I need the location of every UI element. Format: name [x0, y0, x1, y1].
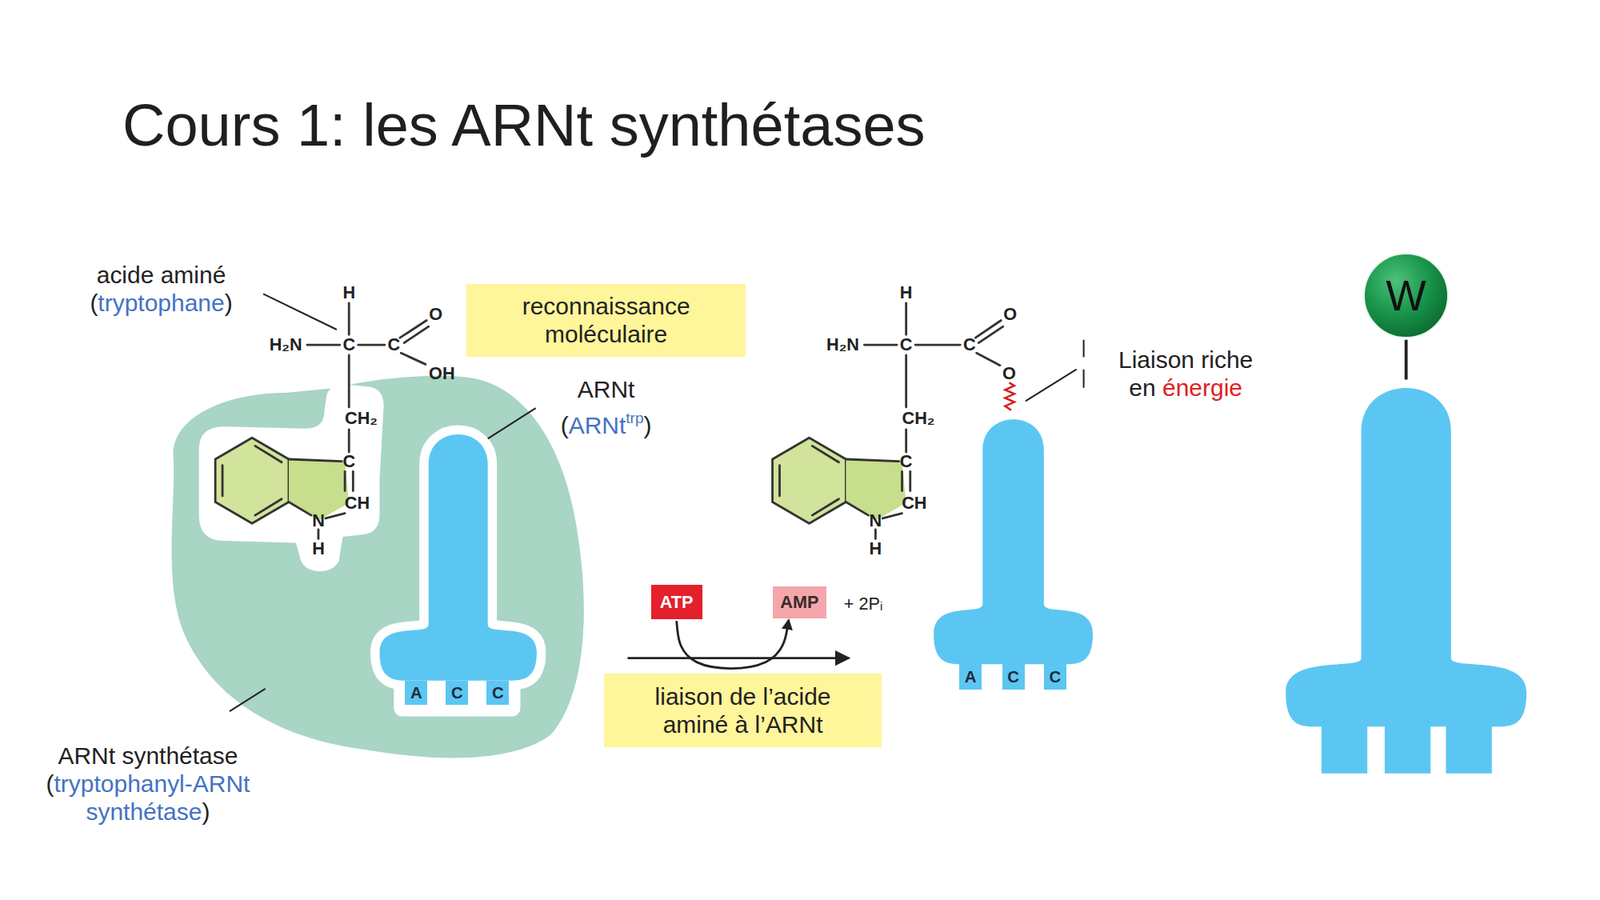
anticodon-base: A — [959, 664, 982, 690]
step-box: liaison de l’acide aminé à l’ARNt — [604, 673, 882, 748]
enzyme-blob — [172, 376, 584, 759]
reaction-connector — [676, 620, 789, 669]
atom-symbol: N — [312, 512, 325, 530]
atom-symbol: O — [1002, 364, 1016, 383]
atom-symbol: C — [900, 336, 913, 354]
atp-box: ATP — [651, 584, 703, 620]
drawing-part — [915, 344, 960, 347]
atom-symbol: C — [342, 336, 356, 354]
node-text: C — [1049, 668, 1062, 687]
trna-label: (ARNt — [560, 411, 627, 440]
tryptophan-left — [215, 303, 353, 540]
trna-superscript: trp — [625, 410, 644, 428]
atom-symbol: O — [428, 305, 443, 324]
node-text: W — [1385, 271, 1427, 320]
enzyme-label: ARNt synthétase (tryptophanyl-ARNt synth… — [19, 741, 276, 826]
atom-symbol: C — [342, 452, 356, 471]
atom-symbol: H — [900, 284, 913, 302]
drawing-part — [263, 293, 337, 330]
ester-bond — [1004, 382, 1014, 410]
drawing-part — [1025, 369, 1077, 402]
anticodon-base: A — [404, 680, 428, 706]
label-group: (ARNttrp) — [560, 411, 652, 440]
node-text: A — [410, 684, 423, 703]
node-text: C — [492, 684, 504, 703]
atom-symbol: H — [312, 540, 325, 558]
phosphate-label: + 2Pᵢ — [844, 593, 884, 614]
amp-box: AMP — [772, 586, 828, 619]
tryptophan-bound — [772, 303, 911, 540]
atom-symbol: N — [869, 512, 883, 530]
atom-symbol: H — [869, 540, 883, 558]
anticodon-base: C — [1044, 664, 1067, 690]
reaction-arrow — [627, 656, 849, 660]
drawing-part — [379, 388, 1527, 774]
trna-shape — [379, 434, 536, 681]
atom-symbol: C — [388, 336, 401, 354]
amino-acid-circle: W — [1363, 252, 1449, 339]
slide-title: Cours 1: les ARNt synthétases — [122, 92, 926, 158]
drawing-part — [488, 408, 536, 439]
anticodon-base: C — [486, 680, 509, 706]
node-text: AMP — [780, 592, 819, 613]
anticodon-base: C — [445, 680, 468, 706]
drawing-part — [172, 293, 1528, 773]
drawing-part — [400, 352, 426, 364]
atom-symbol: H₂N — [826, 336, 860, 354]
node-text: A — [964, 668, 977, 687]
bond-label: Liaison riche en énergie — [1108, 345, 1262, 402]
atom-symbol: OH — [428, 364, 456, 383]
node-text: C — [1007, 668, 1020, 687]
trna-shape — [1285, 388, 1527, 774]
node-text: liaison de l’acide aminé à l’ARNt — [632, 682, 853, 739]
atom-symbol: C — [900, 452, 913, 471]
step-box: reconnaissance moléculaire — [466, 284, 746, 358]
anticodon-base: C — [1002, 664, 1025, 690]
atom-symbol: C — [963, 336, 976, 354]
drawing-part — [978, 326, 1004, 343]
node-text: C — [451, 684, 464, 703]
atom-symbol: CH₂ — [901, 409, 935, 428]
atom-symbol: CH₂ — [344, 409, 378, 428]
trna-halo — [379, 434, 536, 681]
trna-label: ) — [644, 411, 652, 440]
trna-label: ARNt — [577, 376, 636, 404]
drawing-part — [358, 344, 385, 347]
drawing-part — [229, 688, 266, 712]
drawing-part — [1083, 369, 1085, 388]
amino-acid-label: acide aminé (tryptophane) — [74, 260, 248, 317]
drawing-part — [1083, 340, 1085, 358]
drawing-part — [400, 320, 427, 339]
drawing-part — [404, 326, 429, 343]
node-text: ATP — [660, 592, 694, 613]
node-text: reconnaissance moléculaire — [495, 292, 717, 348]
atom-symbol: H₂N — [269, 336, 303, 354]
drawing-part — [976, 352, 1000, 365]
atom-symbol: O — [1003, 305, 1017, 324]
attachment-stick — [1404, 340, 1408, 380]
atom-symbol: CH — [901, 494, 927, 512]
trna-shape — [933, 419, 1093, 664]
atom-symbol: H — [342, 284, 356, 302]
atom-symbol: CH — [344, 494, 370, 512]
